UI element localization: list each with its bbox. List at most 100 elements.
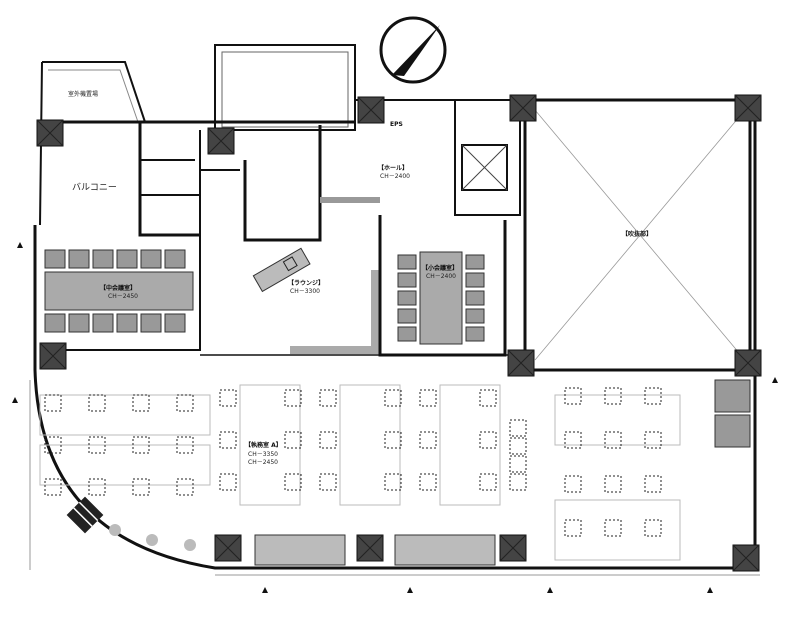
desk-chair [509,419,527,437]
chair [116,313,138,333]
desk-chair [219,473,237,491]
chair [465,308,485,324]
chair [44,313,66,333]
desk-chair [284,389,302,407]
desk-chair [219,389,237,407]
section-marker [17,242,23,248]
office-ch1: CH－3350 [248,451,278,458]
desk-chair [176,436,194,454]
chair [140,313,162,333]
stool [109,524,121,536]
chair [397,326,417,342]
stool [184,539,196,551]
column-cross [207,127,235,155]
desk-chair [564,475,582,493]
desk-chair [604,475,622,493]
desk-chair [132,394,150,412]
desk-chair [479,473,497,491]
void-label: 【吹抜部】 [622,230,652,238]
meeting-table [419,251,463,345]
hatched-column [66,496,104,534]
desk-chair [219,431,237,449]
chair [465,272,485,288]
lounge-counter [252,247,311,293]
meeting-table [44,271,194,311]
desk-chair [509,437,527,455]
meeting-mid-label: 【小会議室】 [422,264,458,272]
stool [146,534,158,546]
desk-chair [284,431,302,449]
desk-chair [384,431,402,449]
lounge-label: 【ラウンジ】 [288,279,324,287]
eps-label: EPS [390,121,403,128]
column-cross [357,96,385,124]
desk [239,384,301,506]
columns [36,94,762,572]
column-cross [732,544,760,572]
column-cross [39,342,67,370]
desk-chair [644,431,662,449]
meeting-left-ch: CH－2450 [108,293,138,300]
column-cross [734,94,762,122]
desk [39,444,211,486]
column-cross [509,94,537,122]
chair [397,290,417,306]
desk-chair [479,431,497,449]
desk-chair [644,387,662,405]
chair [92,249,114,269]
column-cross [499,534,527,562]
desk-chair [604,387,622,405]
chair [465,326,485,342]
counter [254,534,346,566]
desk-chair [132,478,150,496]
section-marker [772,377,778,383]
chair [164,313,186,333]
section-marker [12,397,18,403]
desk-chair [419,389,437,407]
column-cross [214,534,242,562]
balcony-label: バルコニー [72,182,117,193]
chair [397,272,417,288]
lounge-ch: CH－3300 [290,288,320,295]
chair [465,254,485,270]
desk-chair [44,478,62,496]
section-marker [547,587,553,593]
chair [164,249,186,269]
column-cross [356,534,384,562]
desk-chair [564,387,582,405]
desk-chair [644,475,662,493]
chair [68,249,90,269]
desk-chair [419,473,437,491]
desk-chair [319,431,337,449]
section-marker [407,587,413,593]
desk-chair [176,478,194,496]
desk-chair [419,431,437,449]
chair [140,249,162,269]
desk-chair [44,436,62,454]
desk-chair [564,519,582,537]
desk-chair [319,473,337,491]
hall-ch: CH－2400 [380,173,410,180]
desk [439,384,501,506]
section-marker [707,587,713,593]
meeting-left-label: 【中会議室】 [100,284,136,292]
section-marker [262,587,268,593]
balcony-note-label: 室外機置場 [68,90,98,98]
chair [92,313,114,333]
desk-chair [284,473,302,491]
office-label: 【執務室 A】 [245,441,282,449]
desk [554,499,681,561]
column-cross [36,119,64,147]
furniture [12,242,778,593]
desk [339,384,401,506]
desk-chair [44,394,62,412]
desk-chair [479,389,497,407]
desk-chair [319,389,337,407]
chair [397,254,417,270]
office-ch2: CH－2450 [248,459,278,466]
chair [68,313,90,333]
meeting-mid-ch: CH－2400 [426,273,456,280]
hall-label: 【ホール】 [378,164,408,172]
chair [397,308,417,324]
